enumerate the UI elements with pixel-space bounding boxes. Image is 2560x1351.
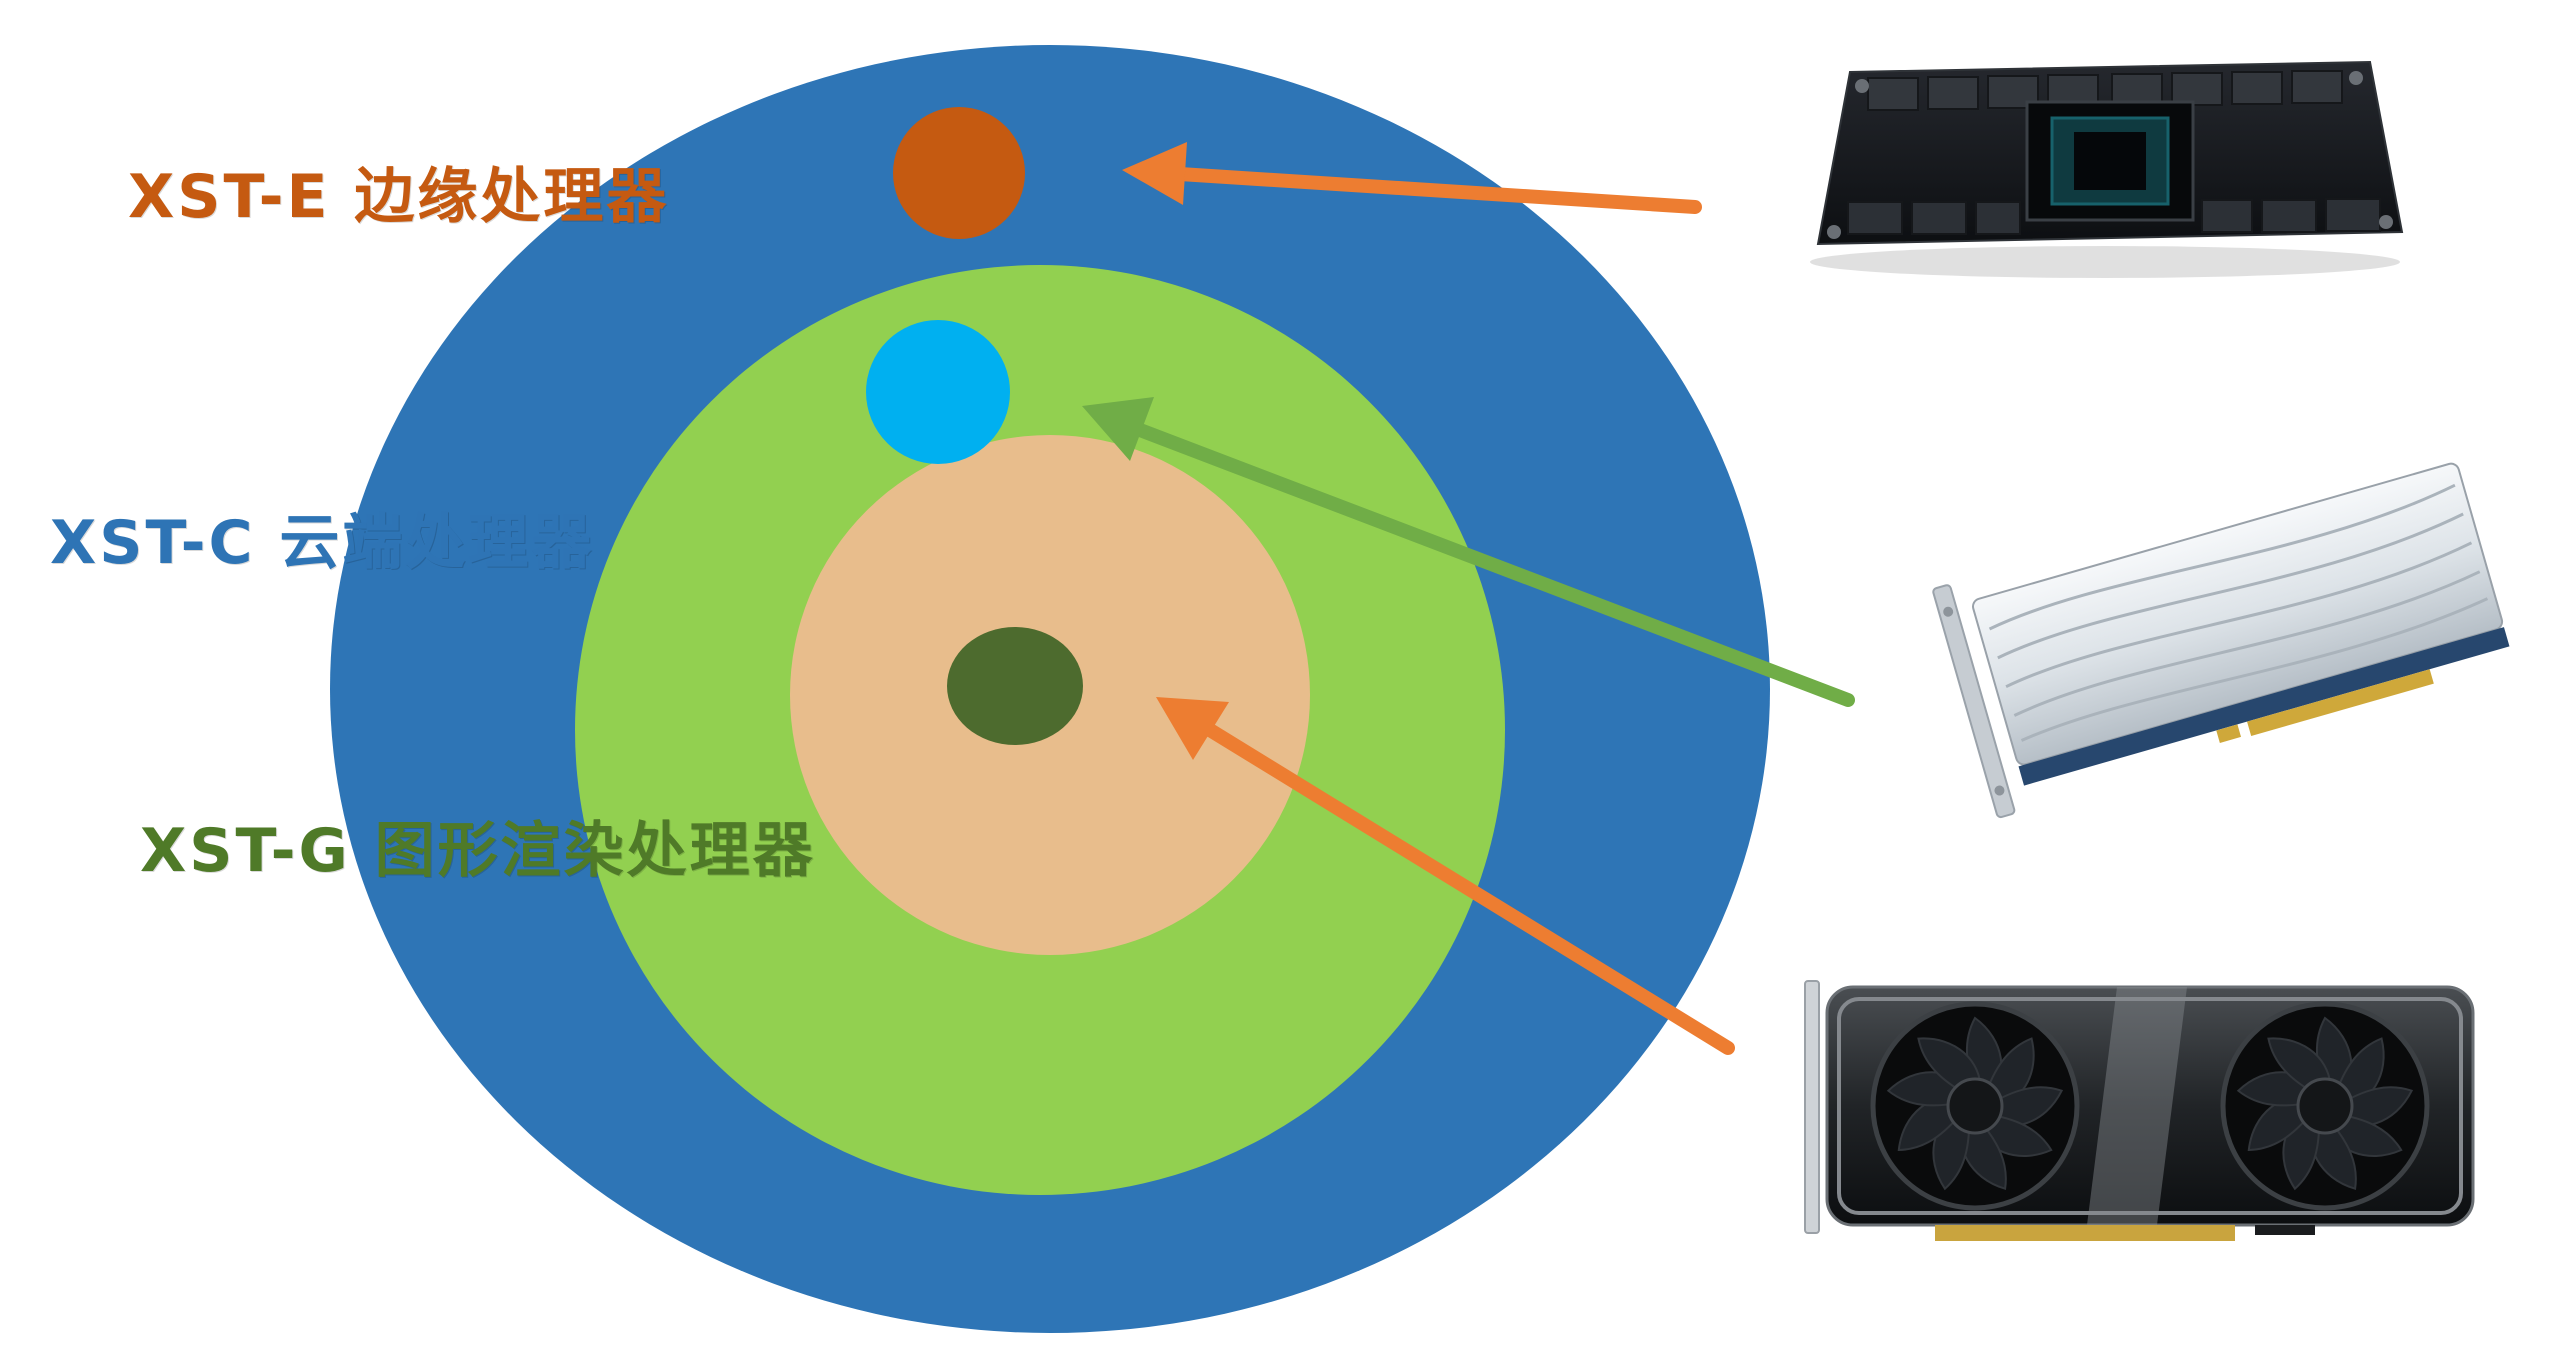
- pcb-edge: [2018, 627, 2510, 786]
- label-xst-e: XST-E 边缘处理器: [128, 162, 670, 232]
- dual-fan-graphics-card-illustration: [1804, 980, 2475, 1241]
- fan-left: [1873, 1004, 2077, 1208]
- heatsink-fins: [1988, 483, 2489, 742]
- cloud-dot: [866, 320, 1010, 464]
- ai-accelerator-module-illustration: [1810, 60, 2404, 278]
- pcie-notch: [2216, 724, 2242, 743]
- gpu-die: [2025, 100, 2195, 222]
- component-bank-top: [1867, 70, 2343, 111]
- silver-frame: [1837, 997, 2463, 1215]
- gpu-pcie-fingers: [1935, 1225, 2235, 1241]
- cloud-processor-photo: [1895, 415, 2555, 890]
- edge-dot: [893, 107, 1025, 239]
- label-xst-g: XST-G 图形渲染处理器: [140, 816, 816, 886]
- edge-processor-photo: [1790, 20, 2420, 300]
- pcie-accelerator-card-illustration: [1932, 462, 2510, 819]
- silver-band: [2087, 987, 2187, 1225]
- component-bank-bottom: [1847, 198, 2381, 235]
- pcie-fingers: [2247, 669, 2434, 737]
- label-xst-c: XST-C 云端处理器: [50, 508, 595, 578]
- fan-right: [2223, 1004, 2427, 1208]
- card-bracket: [1932, 584, 2016, 819]
- screws: [1827, 71, 2393, 239]
- graphics-dot: [947, 627, 1083, 745]
- graphics-processor-photo: [1785, 945, 2505, 1295]
- gpu-pcb-tail: [2255, 1225, 2315, 1235]
- gpu-bracket: [1804, 980, 1820, 1234]
